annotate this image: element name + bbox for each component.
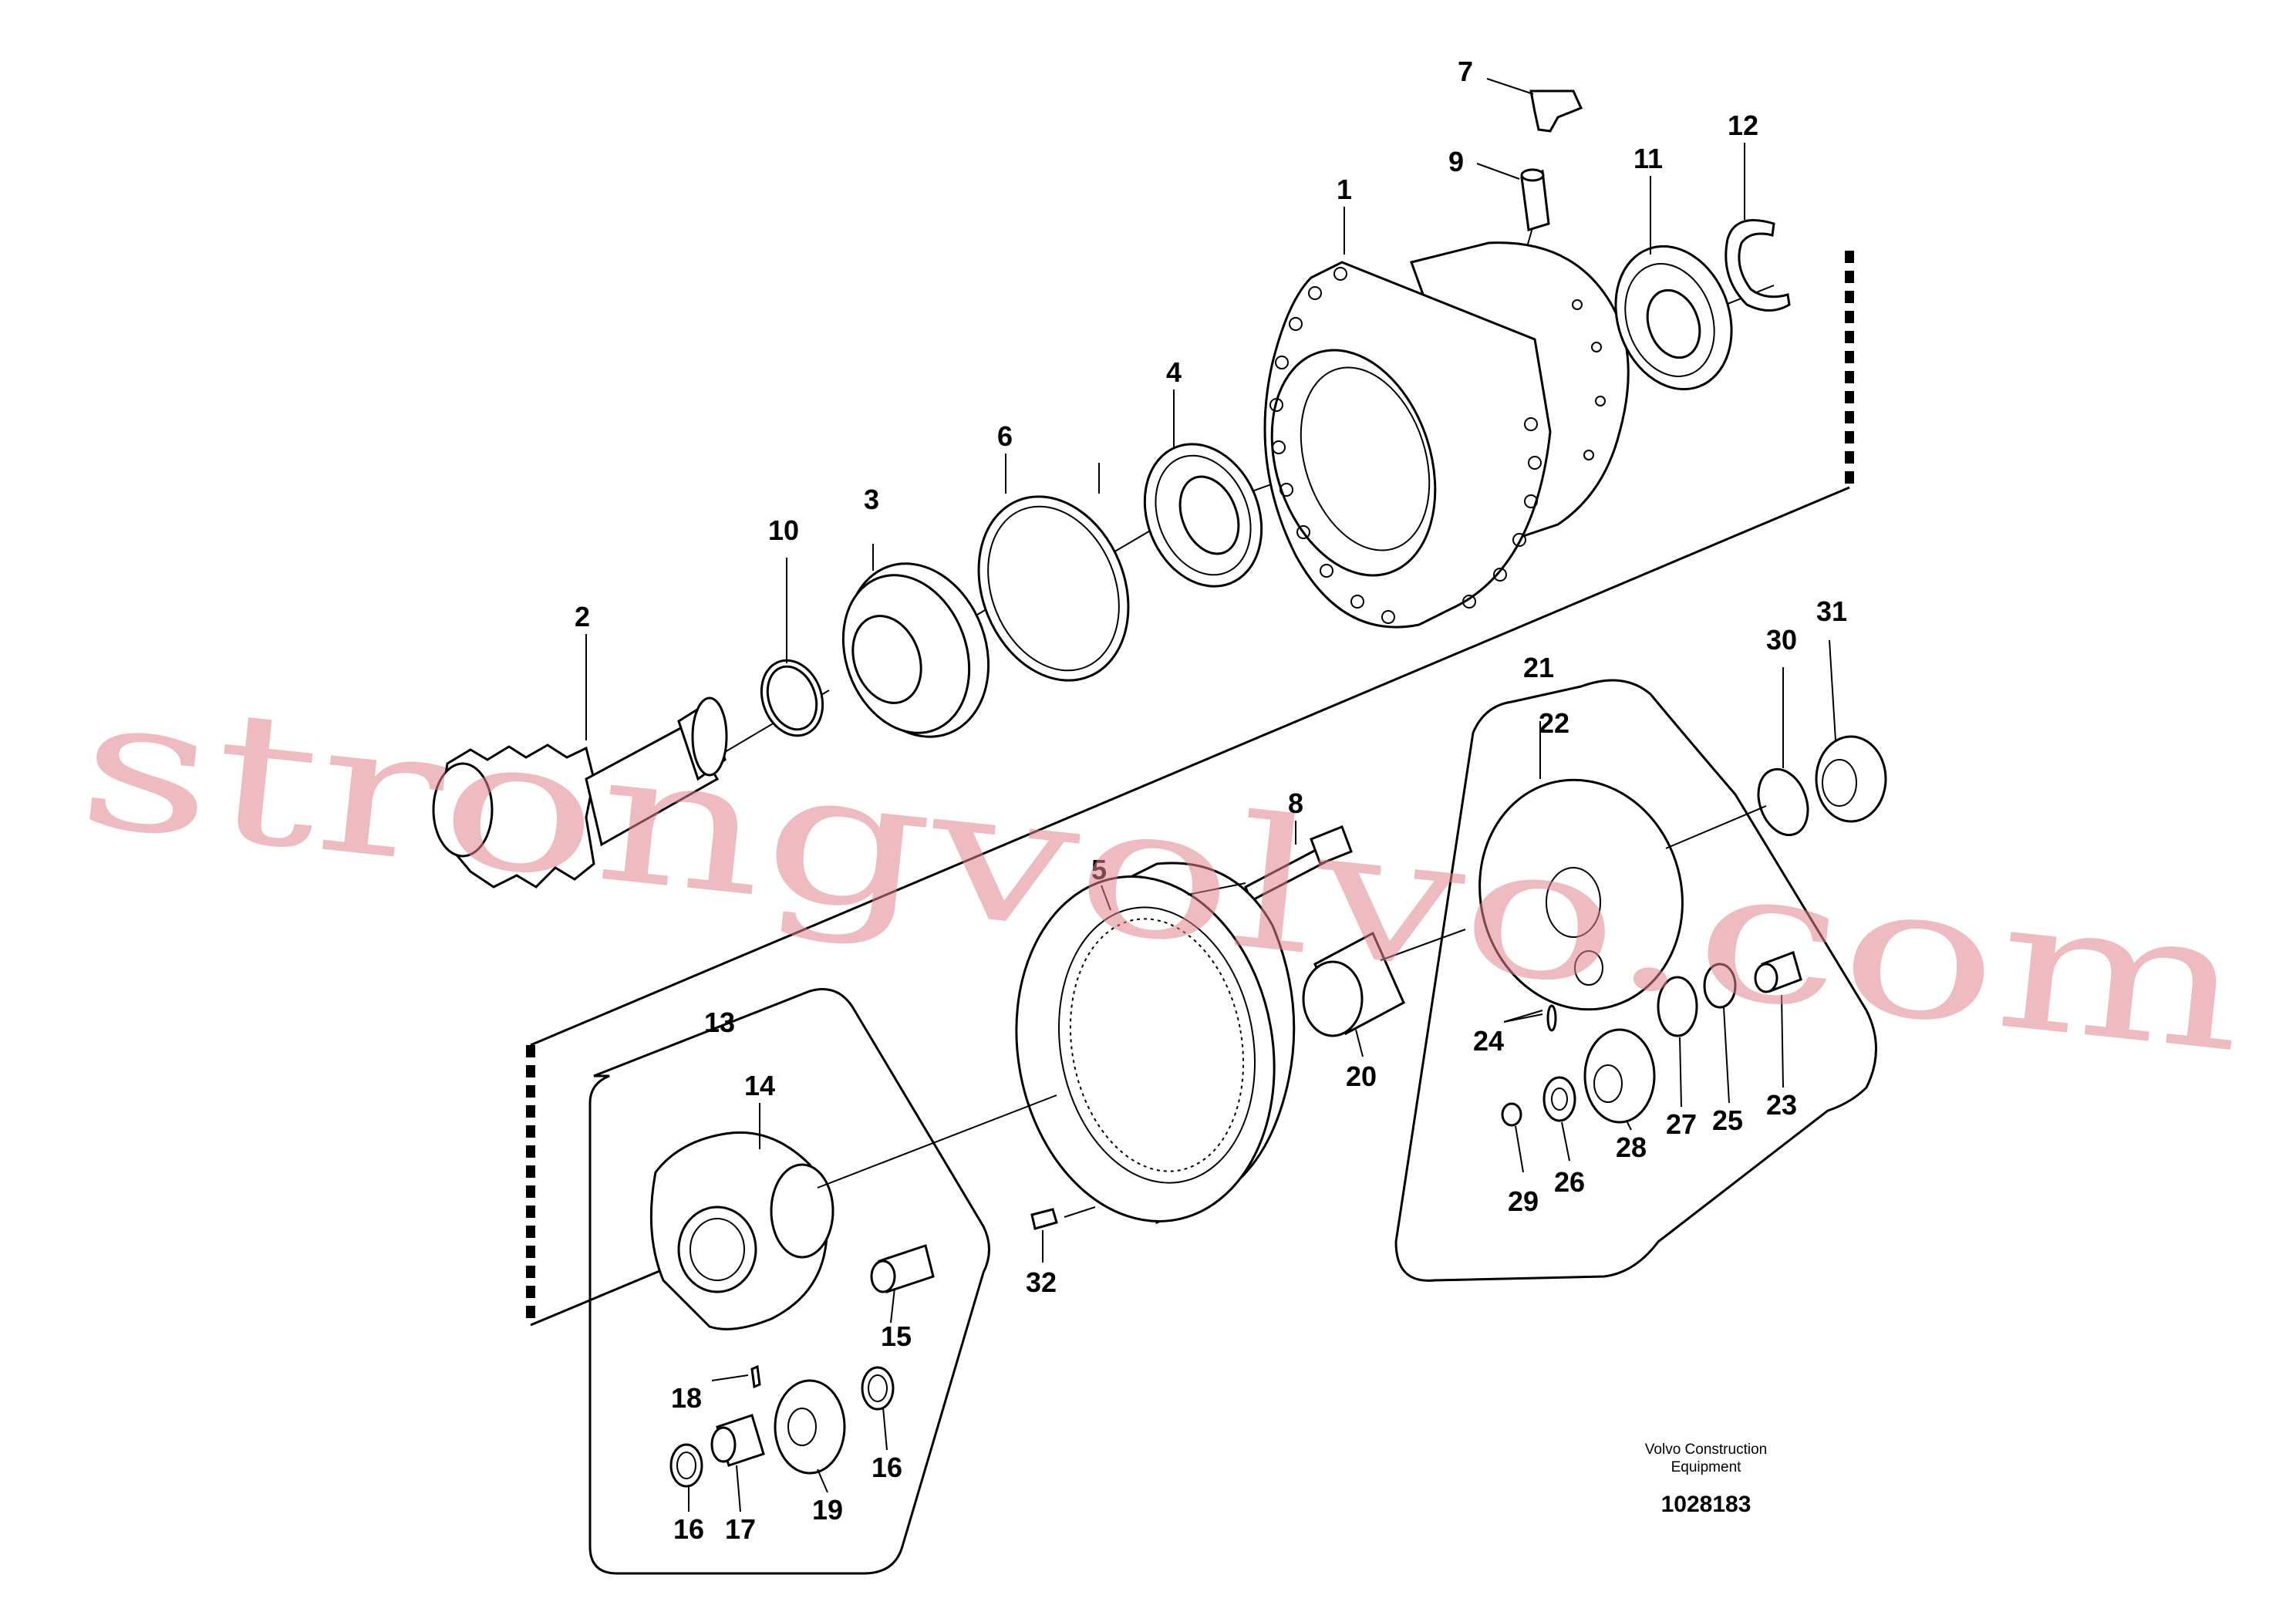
pin-part — [1520, 168, 1550, 231]
callout-16b: 16 — [872, 1452, 902, 1483]
ring-gear-part — [1015, 862, 1296, 1225]
leader-lines — [585, 78, 1836, 1512]
rear-bearing-part — [1614, 244, 1733, 391]
callout-21: 21 — [1523, 652, 1554, 683]
callout-18: 18 — [671, 1382, 702, 1414]
group-13-outline — [588, 988, 990, 1575]
callout-7: 7 — [1458, 56, 1473, 87]
caption-line-2: Equipment — [1671, 1459, 1742, 1475]
callout-25: 25 — [1712, 1104, 1743, 1136]
callout-28: 28 — [1616, 1131, 1647, 1163]
callout-13: 13 — [704, 1007, 735, 1038]
caption-line-1: Volvo Construction — [1645, 1442, 1767, 1458]
callout-3: 3 — [864, 484, 879, 515]
callout-6: 6 — [997, 420, 1013, 452]
pin-23-part — [1754, 951, 1802, 993]
callout-11: 11 — [1633, 143, 1663, 174]
callout-17: 17 — [725, 1513, 756, 1545]
dowel-part — [1030, 1208, 1058, 1230]
document-number: 1028183 — [1661, 1492, 1752, 1517]
callout-5: 5 — [1091, 854, 1107, 885]
planet-carrier-14-part — [649, 1131, 834, 1330]
callout-2: 2 — [575, 601, 590, 632]
callout-30: 30 — [1766, 624, 1797, 656]
callout-14: 14 — [744, 1070, 775, 1101]
part-29 — [1501, 1102, 1522, 1127]
ring-part — [977, 495, 1130, 682]
fitting-part — [1529, 89, 1583, 133]
bolt-part — [1244, 825, 1353, 903]
callout-10: 10 — [768, 514, 799, 546]
gear-31-part — [1815, 735, 1887, 823]
seal-part — [841, 562, 990, 738]
housing-bolt-holes — [1269, 267, 1606, 624]
callout-15: 15 — [881, 1320, 912, 1352]
caption-block: Volvo Construction Equipment 1028183 — [1645, 1442, 1767, 1517]
callout-16a: 16 — [673, 1513, 704, 1545]
callout-1: 1 — [1337, 174, 1352, 205]
housing-part — [1263, 241, 1630, 629]
callout-23: 23 — [1766, 1089, 1797, 1121]
planet-carrier-part — [1478, 778, 1684, 1011]
callout-8: 8 — [1288, 787, 1303, 819]
callout-labels: 1 2 3 4 5 6 7 8 9 10 11 12 13 14 15 16 1… — [575, 56, 1847, 1545]
callout-26: 26 — [1554, 1166, 1585, 1198]
callout-24: 24 — [1473, 1025, 1504, 1057]
pinion-shaft-part — [432, 696, 728, 889]
bearing-part — [1143, 443, 1263, 588]
planet-gear-28-part — [1583, 1028, 1656, 1124]
needle-bearing-27-part — [1657, 976, 1698, 1037]
callout-19: 19 — [812, 1494, 843, 1526]
washer-26-part — [1542, 1076, 1576, 1122]
callout-27: 27 — [1666, 1108, 1697, 1140]
planet-gear-19-part — [774, 1379, 846, 1475]
washer-30-part — [1757, 767, 1809, 837]
callout-9: 9 — [1448, 146, 1464, 177]
bushing-17-part — [710, 1414, 765, 1467]
washer-25-part — [1703, 963, 1737, 1009]
pin-18-part — [750, 1364, 761, 1389]
callout-31: 31 — [1816, 595, 1847, 627]
callout-20: 20 — [1346, 1061, 1377, 1092]
washer-16b-part — [861, 1366, 895, 1411]
callout-12: 12 — [1728, 110, 1758, 141]
pin-24-part — [1546, 1004, 1557, 1032]
pin-15-part — [870, 1244, 935, 1293]
callout-32: 32 — [1026, 1266, 1057, 1298]
group-21-outline — [1394, 679, 1877, 1282]
washer-16a-part — [669, 1443, 703, 1488]
callout-4: 4 — [1166, 356, 1182, 388]
callout-22: 22 — [1539, 707, 1569, 739]
callout-29: 29 — [1508, 1185, 1539, 1217]
sun-gear-part — [1302, 931, 1405, 1037]
snap-ring-part — [1725, 219, 1791, 312]
